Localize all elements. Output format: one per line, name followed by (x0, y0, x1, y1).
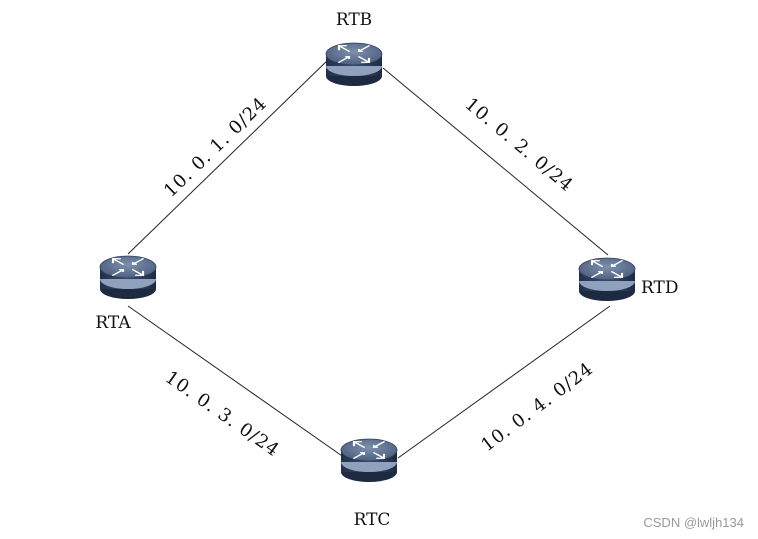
router-label-rta: RTA (95, 313, 131, 333)
link-rta-rtb (127, 57, 331, 255)
router-label-rtd: RTD (641, 278, 678, 298)
link-label-rtc-rtd: 10. 0. 4. 0/24 (477, 358, 597, 456)
router-rtd: RTD (577, 256, 678, 303)
link-label-rta-rtb: 10. 0. 1. 0/24 (160, 93, 271, 202)
router-icon (324, 41, 384, 88)
router-label-rtc: RTC (354, 510, 391, 530)
router-rtc: RTC (339, 437, 399, 530)
router-icon (339, 437, 399, 484)
router-icon (577, 256, 637, 303)
router-rta: RTA (95, 254, 158, 333)
router-rtb: RTB (324, 10, 384, 88)
router-label-rtb: RTB (336, 10, 372, 30)
link-rtc-rtd (397, 305, 611, 459)
router-icon (98, 254, 158, 301)
watermark: CSDN @lwljh134 (643, 515, 744, 530)
link-label-rta-rtc: 10. 0. 3. 0/24 (161, 367, 283, 461)
link-rta-rtc (127, 305, 346, 459)
link-rtb-rtd (382, 67, 609, 256)
